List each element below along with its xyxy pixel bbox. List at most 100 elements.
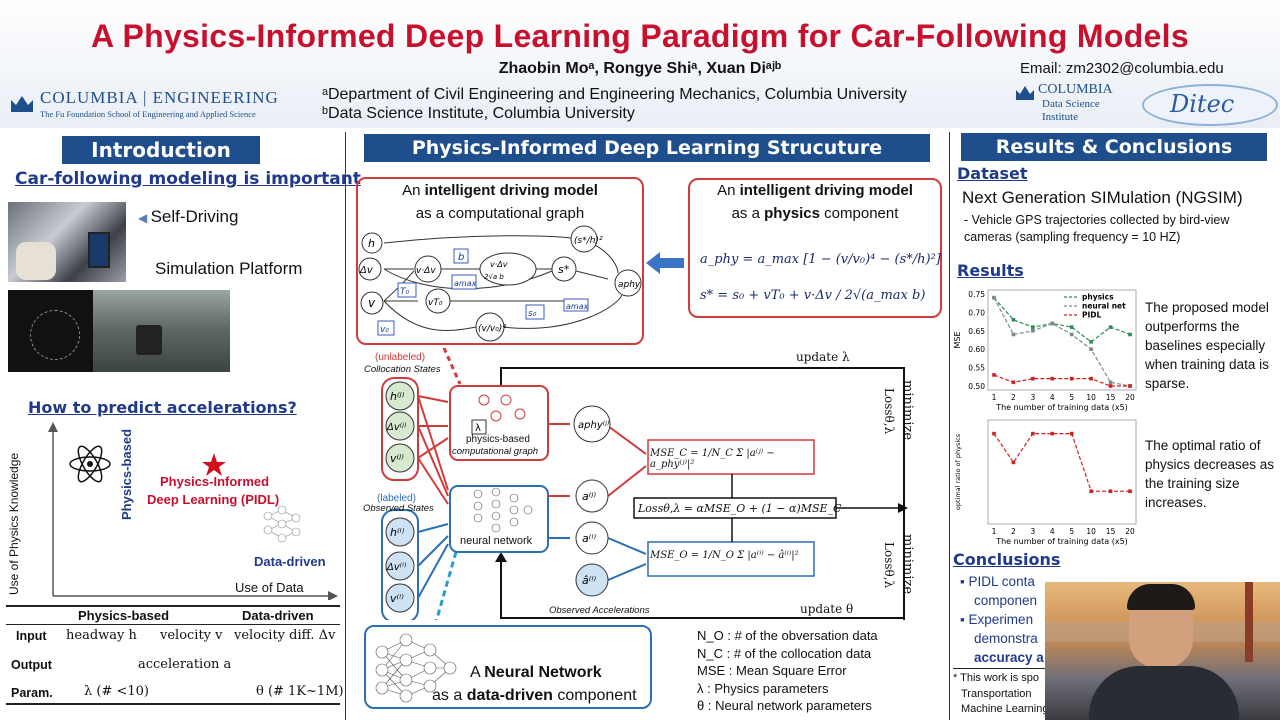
affiliation-a: ᵃDepartment of Civil Engineering and Eng… bbox=[322, 86, 907, 103]
data-point bbox=[1108, 380, 1113, 385]
section-heading-introduction: Introduction bbox=[62, 136, 260, 164]
data-point bbox=[1050, 376, 1055, 381]
plot-area bbox=[987, 289, 1137, 391]
y-axis-label: MSE bbox=[953, 331, 962, 348]
data-point bbox=[1089, 489, 1093, 493]
svg-text:s*: s* bbox=[558, 263, 570, 276]
column-divider bbox=[345, 132, 346, 720]
x-tick-label: 2 bbox=[1011, 393, 1016, 402]
simulation-photo bbox=[8, 290, 230, 372]
data-point bbox=[1108, 325, 1113, 329]
pidl-label-2: Deep Learning (PIDL) bbox=[147, 492, 280, 507]
pidl-architecture-diagram: λ h⁽ʲ⁾ Δv⁽ʲ⁾ v⁽ʲ⁾ h⁽ⁱ⁾ Δv⁽ⁱ⁾ v⁽ⁱ⁾ aphy⁽ʲ… bbox=[381, 347, 908, 620]
arrow-left-icon bbox=[646, 252, 684, 274]
data-point bbox=[1031, 376, 1035, 381]
svg-text:vT₀: vT₀ bbox=[428, 298, 443, 308]
svg-text:(v/v₀)⁴: (v/v₀)⁴ bbox=[478, 324, 506, 334]
svg-text:v₀: v₀ bbox=[380, 325, 389, 335]
svg-text:v·Δv: v·Δv bbox=[416, 266, 436, 276]
svg-text:h⁽ʲ⁾: h⁽ʲ⁾ bbox=[390, 390, 405, 403]
x-axis-label: The number of training data (x5) bbox=[995, 537, 1128, 546]
svg-text:h: h bbox=[368, 237, 375, 250]
self-driving-label: ◀ Self-Driving bbox=[138, 207, 239, 226]
atom-icon bbox=[69, 445, 111, 483]
x-tick-label: 10 bbox=[1086, 527, 1096, 536]
svg-text:b: b bbox=[458, 252, 464, 263]
x-tick-label: 1 bbox=[992, 527, 997, 536]
logo-text: COLUMBIA | ENGINEERING bbox=[40, 88, 279, 107]
data-point bbox=[1069, 325, 1074, 329]
pidl-label-1: Physics-Informed bbox=[160, 474, 270, 489]
dsi-line-3: Institute bbox=[1042, 111, 1079, 123]
data-point bbox=[1031, 329, 1035, 333]
series-line bbox=[993, 374, 1130, 387]
x-tick-label: 4 bbox=[1050, 527, 1055, 536]
presenter-webcam bbox=[1045, 582, 1280, 720]
table-header-physics: Physics-based bbox=[78, 608, 170, 623]
physics-component-box bbox=[688, 178, 942, 318]
computational-graph-box bbox=[356, 177, 644, 345]
y-axis-label: Use of Physics Knowledge bbox=[7, 452, 21, 595]
data-point bbox=[1031, 431, 1035, 436]
x-axis-label: The number of training data (x5) bbox=[995, 403, 1128, 412]
physics-based-label: Physics-based bbox=[119, 428, 134, 520]
data-point bbox=[1128, 489, 1132, 493]
logo-subtext: The Fu Foundation School of Engineering … bbox=[40, 109, 256, 119]
conclusions-list: ▪ PIDL conta componen ▪ Experimen demons… bbox=[960, 574, 1044, 665]
y-tick-label: 0.70 bbox=[968, 308, 985, 317]
data-point bbox=[1011, 460, 1016, 465]
x-tick-label: 2 bbox=[1011, 527, 1016, 536]
simulation-label: Simulation Platform bbox=[155, 259, 303, 278]
email: Email: zm2302@columbia.edu bbox=[1020, 60, 1224, 77]
svg-text:amax: amax bbox=[454, 279, 477, 288]
series-line bbox=[993, 297, 1131, 343]
x-tick-label: 3 bbox=[1030, 393, 1035, 402]
svg-text:a⁽ʲ⁾: a⁽ʲ⁾ bbox=[582, 490, 596, 503]
legend-label: neural net bbox=[1082, 302, 1126, 311]
data-point bbox=[1011, 332, 1016, 337]
series-line bbox=[993, 297, 1131, 387]
data-point bbox=[1069, 332, 1074, 337]
computational-graph: h Δv v v·Δv v·Δv2√a b s* (s*/h)² vT₀ aph… bbox=[358, 225, 642, 342]
data-point bbox=[992, 295, 996, 300]
data-point bbox=[1011, 380, 1016, 385]
equation-aphy: a_phy = a_max [1 − (v/v₀)⁴ − (s*/h)²] bbox=[700, 252, 941, 267]
graph-box-title-2: as a computational graph bbox=[415, 205, 585, 222]
plot-area bbox=[987, 419, 1137, 525]
data-point bbox=[1128, 384, 1132, 388]
authors: Zhaobin Moᵃ, Rongye Shiᵃ, Xuan Diᵃʲᵇ bbox=[498, 60, 782, 77]
section-heading-structure: Physics-Informed Deep Learning Strucutur… bbox=[364, 134, 930, 162]
svg-text:v⁽ⁱ⁾: v⁽ⁱ⁾ bbox=[390, 592, 404, 605]
legend-label: PIDL bbox=[1082, 311, 1102, 320]
x-tick-label: 3 bbox=[1030, 527, 1035, 536]
mse-o-equation: MSE_O = 1/N_O Σ |a⁽ⁱ⁾ − â⁽ⁱ⁾|² bbox=[650, 550, 799, 561]
result-text-1: The proposed model outperforms the basel… bbox=[1145, 300, 1269, 391]
svg-text:v⁽ʲ⁾: v⁽ʲ⁾ bbox=[390, 452, 404, 465]
dsi-line-1: COLUMBIA bbox=[1038, 82, 1113, 97]
data-science-institute-logo: COLUMBIA Data Science Institute bbox=[1012, 82, 1132, 124]
neural-network-box bbox=[364, 625, 652, 709]
svg-text:aphy⁽ʲ⁾: aphy⁽ʲ⁾ bbox=[578, 420, 610, 431]
table-header-data: Data-driven bbox=[242, 608, 314, 623]
data-point bbox=[1031, 325, 1035, 329]
svg-text:2√a b: 2√a b bbox=[484, 273, 504, 281]
y-axis-label: optimal ratio of physics bbox=[954, 433, 962, 510]
graph-box-title-1: An intelligent driving model bbox=[402, 182, 598, 199]
series-line bbox=[993, 433, 1130, 492]
svg-text:s₀: s₀ bbox=[528, 309, 537, 319]
x-tick-label: 15 bbox=[1106, 393, 1116, 402]
poster-header bbox=[0, 0, 1280, 128]
intro-subheading: Car-following modeling is important bbox=[15, 169, 361, 189]
data-point bbox=[1011, 317, 1016, 322]
svg-text:Δv⁽ʲ⁾: Δv⁽ʲ⁾ bbox=[386, 422, 407, 433]
x-tick-label: 10 bbox=[1086, 393, 1096, 402]
star-icon bbox=[202, 453, 226, 476]
mse-c-equation: MSE_C = 1/N_C Σ |a⁽ʲ⁾ − a_phy⁽ʲ⁾|² bbox=[650, 448, 775, 470]
column-divider bbox=[949, 132, 950, 720]
y-tick-label: 0.65 bbox=[968, 327, 985, 336]
svg-text:amax: amax bbox=[566, 302, 589, 311]
data-point bbox=[1128, 332, 1132, 337]
y-tick-label: 0.75 bbox=[968, 290, 985, 299]
svg-text:Δv⁽ⁱ⁾: Δv⁽ⁱ⁾ bbox=[386, 562, 407, 573]
